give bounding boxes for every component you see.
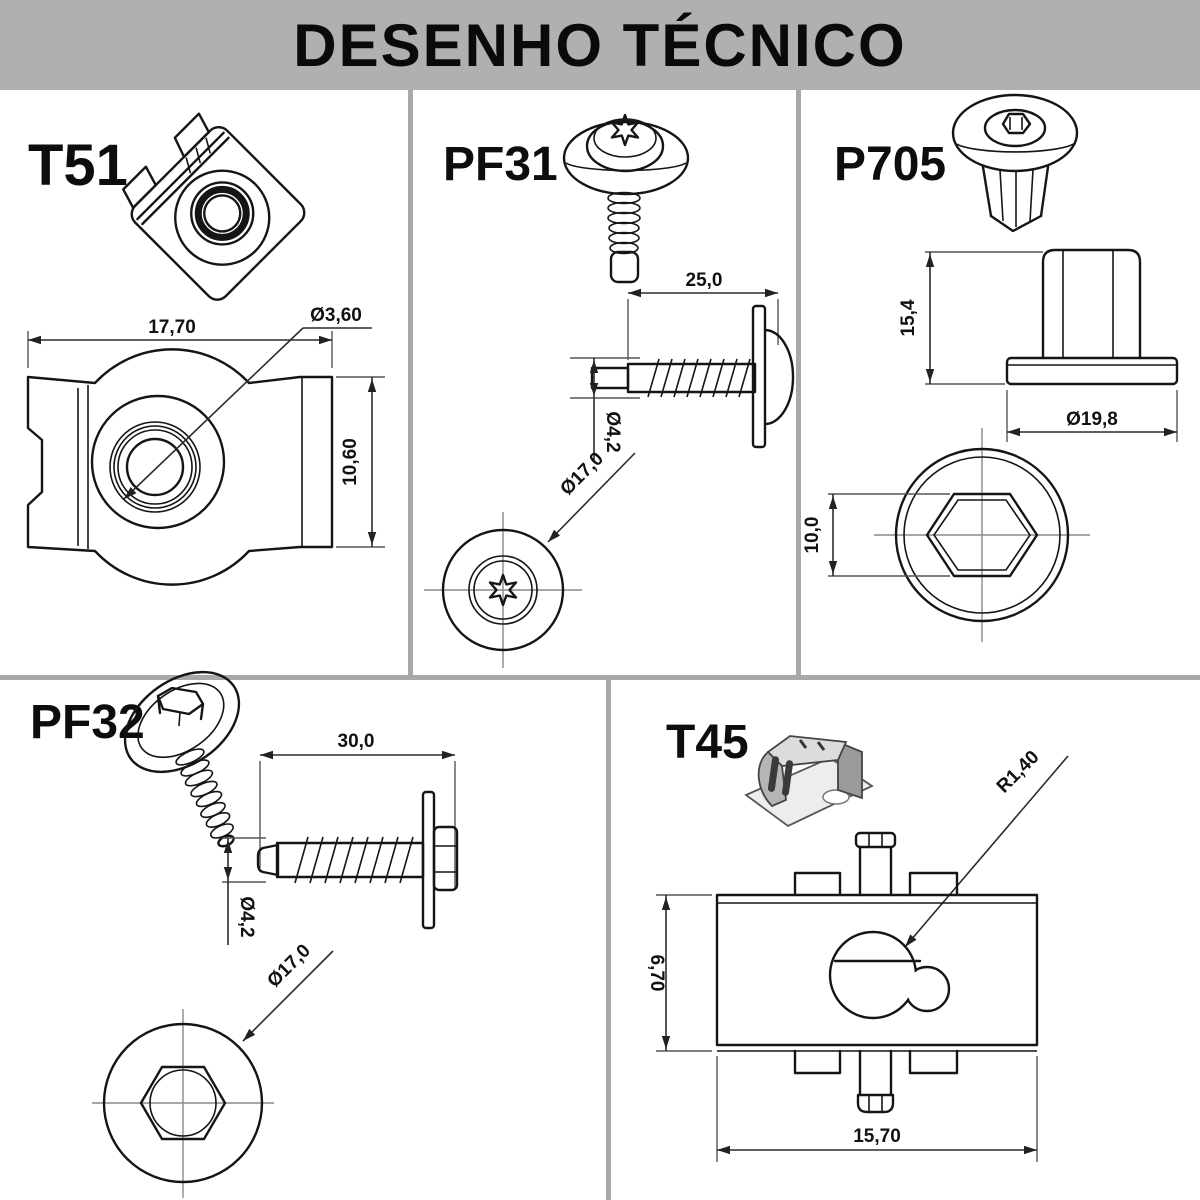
t45-keyhole-slot <box>828 930 951 1020</box>
t51-dim-width: 17,70 <box>27 317 333 368</box>
p705-hex-value: 10,0 <box>802 517 823 554</box>
p705-flange-value: Ø19,8 <box>1066 409 1118 430</box>
p705-dim-hex: 10,0 <box>802 493 950 577</box>
part-label-t51: T51 <box>28 133 128 198</box>
p705-height-value: 15,4 <box>898 299 919 336</box>
pf31-washer-value: Ø17,0 <box>556 448 607 499</box>
t51-dim-height: 10,60 <box>336 376 385 548</box>
pf32-length-value: 30,0 <box>338 731 375 752</box>
t45-front-view <box>715 831 1039 1114</box>
t51-dim-hole: Ø3,60 <box>123 305 372 500</box>
pf31-side-view <box>590 304 795 449</box>
p705-front-view <box>1005 248 1179 386</box>
pf31-thread-value: Ø4,2 <box>602 411 623 452</box>
pf32-dim-thread: Ø4,2 <box>222 837 266 945</box>
title-banner: DESENHO TÉCNICO <box>0 0 1200 90</box>
pf31-torx-bottom-icon <box>488 573 518 607</box>
part-label-t45: T45 <box>666 716 749 769</box>
pf32-washer-value: Ø17,0 <box>263 940 314 991</box>
panel-pf31: PF31 <box>424 113 795 668</box>
pf32-side-view <box>256 790 459 930</box>
divider-bottom <box>606 680 611 1200</box>
panel-p705: P705 <box>802 93 1179 642</box>
pf32-thread-value: Ø4,2 <box>236 896 257 937</box>
p705-dim-flange: Ø19,8 <box>1006 390 1178 442</box>
pf32-iso-view <box>123 670 241 848</box>
pf31-torx-icon <box>610 113 640 147</box>
pf31-iso-view <box>562 113 690 284</box>
pf32-dim-washer: Ø17,0 <box>242 940 334 1042</box>
divider-horizontal <box>0 675 1200 680</box>
t51-hole-value: Ø3,60 <box>310 305 362 326</box>
pf32-bottom-view <box>92 1009 274 1198</box>
pf31-bottom-view <box>424 512 582 668</box>
part-label-pf31: PF31 <box>443 138 558 191</box>
p705-iso-view <box>951 93 1079 233</box>
t45-height-value: 6,70 <box>646 955 667 992</box>
t45-dim-radius: R1,40 <box>904 747 1069 948</box>
page-title: DESENHO TÉCNICO <box>293 11 907 79</box>
panel-t45: T45 R1,40 <box>646 716 1069 1162</box>
divider-top-right <box>796 90 801 677</box>
t51-iso-view <box>122 112 306 301</box>
p705-bottom-view <box>874 428 1090 642</box>
panel-t51: T51 <box>26 112 385 586</box>
t45-iso-view <box>744 735 874 828</box>
t51-height-value: 10,60 <box>340 438 361 486</box>
pf31-length-value: 25,0 <box>686 270 723 291</box>
divider-top-left <box>408 90 413 677</box>
pf31-dim-length: 25,0 <box>627 270 779 360</box>
pf31-dim-thread: Ø4,2 <box>570 357 640 462</box>
t45-dim-width: 15,70 <box>716 1056 1038 1162</box>
part-label-p705: P705 <box>834 138 946 191</box>
panel-pf32: PF32 <box>30 670 459 1198</box>
t51-width-value: 17,70 <box>148 317 196 338</box>
t45-width-value: 15,70 <box>853 1126 901 1147</box>
t45-dim-height: 6,70 <box>646 894 712 1052</box>
p705-dim-height: 15,4 <box>898 251 1043 385</box>
t51-front-view <box>26 348 334 586</box>
t45-radius-value: R1,40 <box>993 747 1044 798</box>
pf32-dim-length: 30,0 <box>259 731 456 890</box>
pf31-dim-washer: Ø17,0 <box>547 448 636 543</box>
